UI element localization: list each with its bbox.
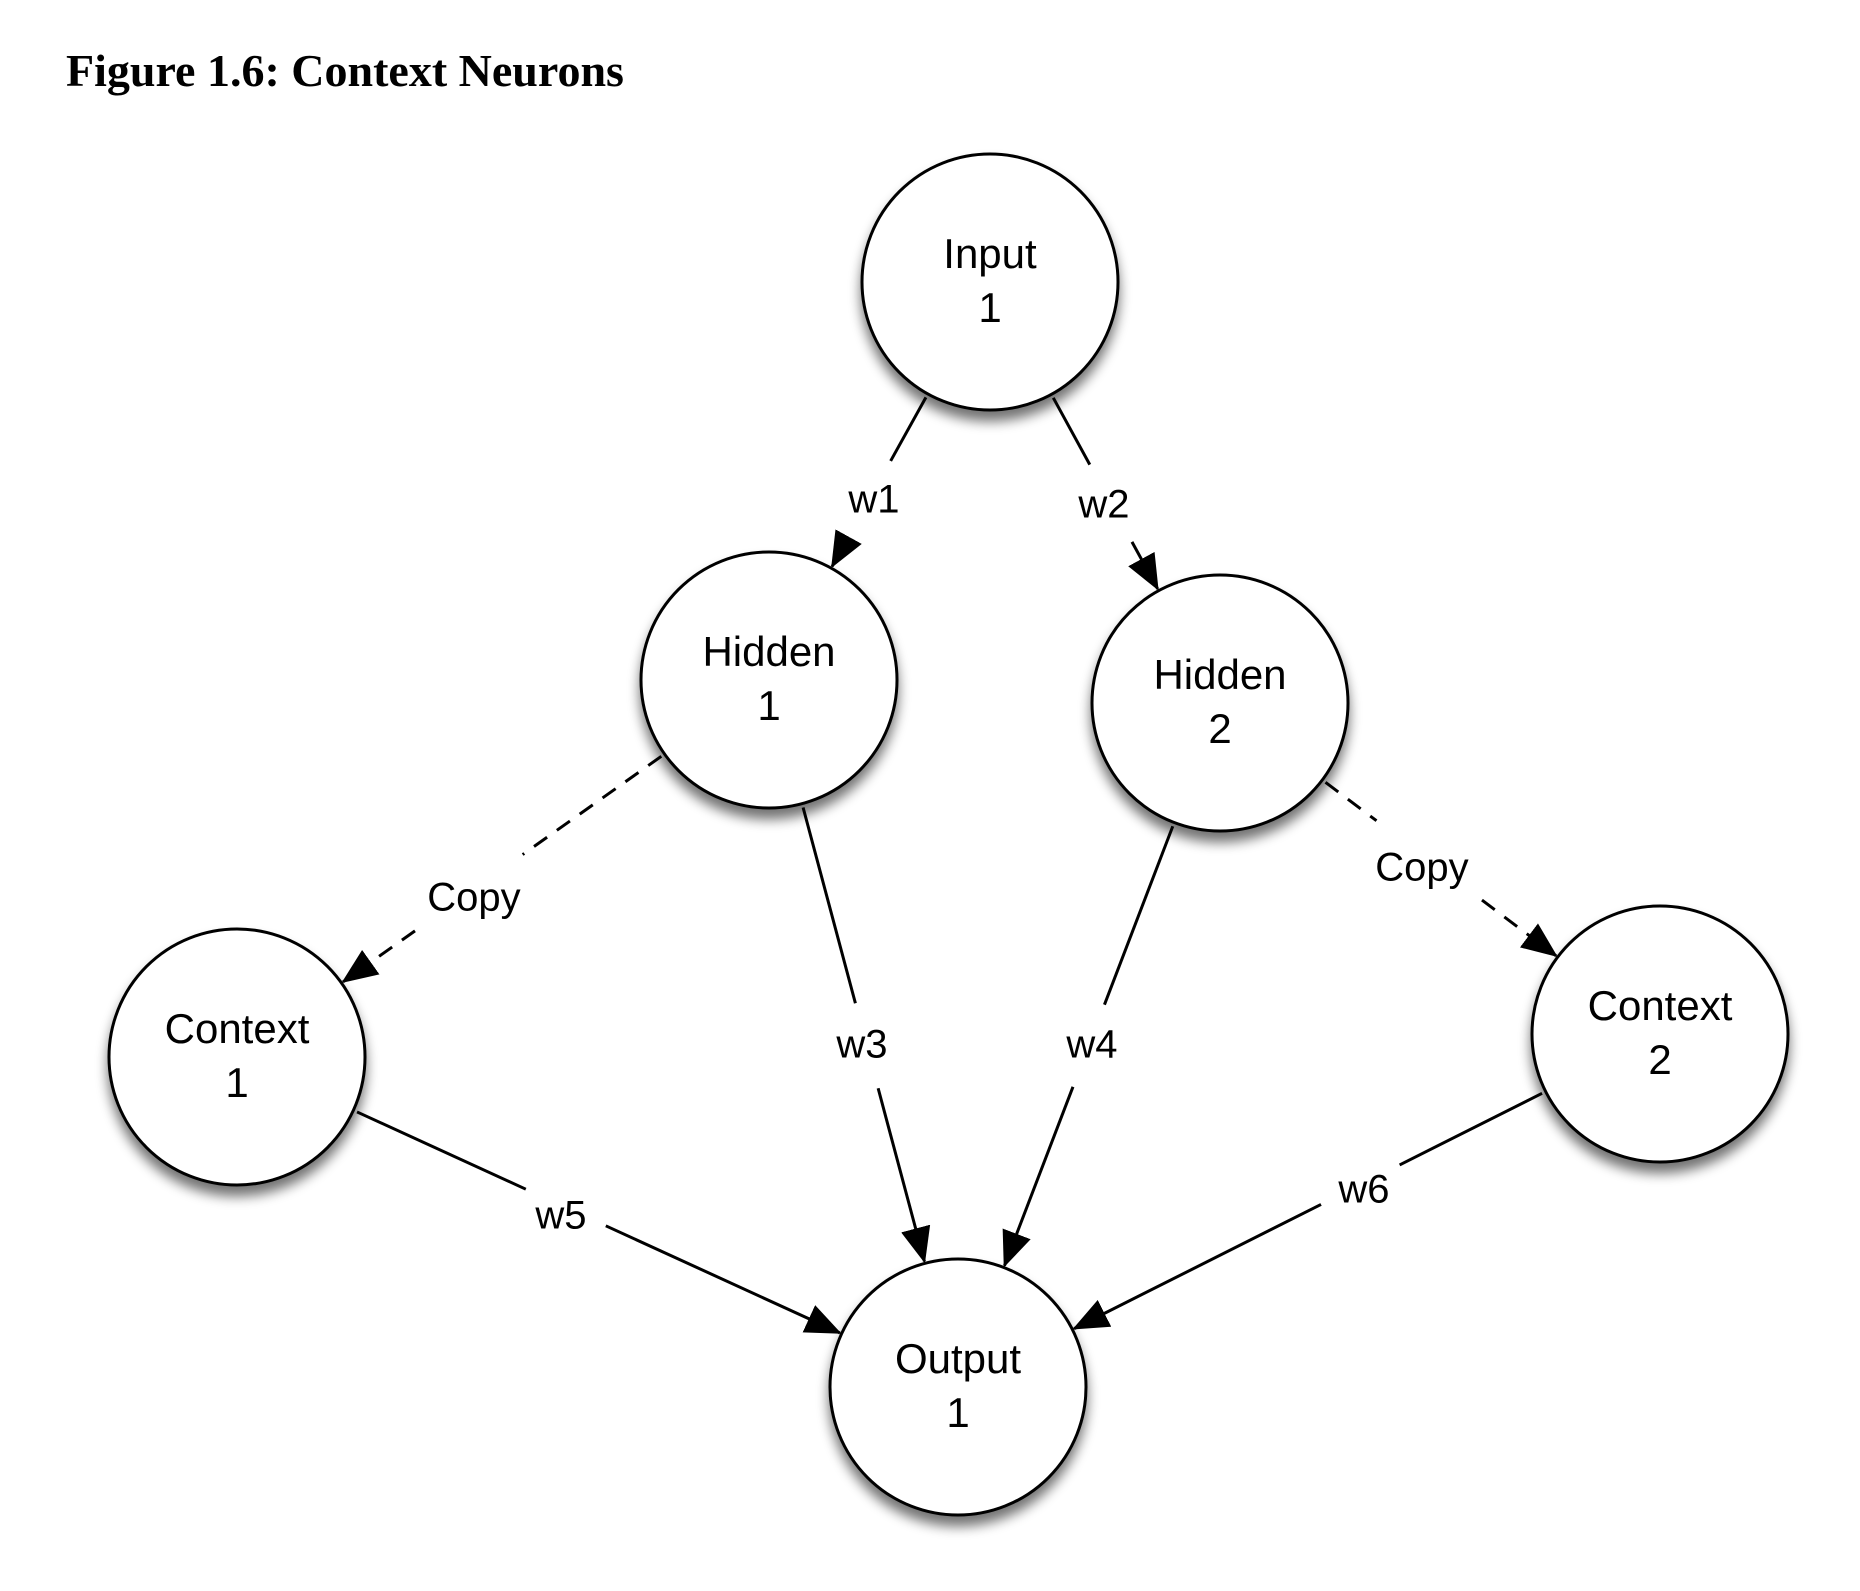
edge-segment-start <box>889 396 928 462</box>
edge-segment-end-arrow <box>830 529 862 569</box>
node-label-line2: 1 <box>225 1059 248 1106</box>
edge-hidden1-to-output1 <box>801 807 931 1264</box>
edge-label-w2: w2 <box>1077 483 1129 527</box>
node-circle <box>1090 573 1350 833</box>
node-circle <box>828 1257 1088 1517</box>
node-hidden1: Hidden 1 <box>639 550 899 810</box>
node-hidden2: Hidden 2 <box>1090 573 1350 833</box>
edge-label-w3: w3 <box>835 1023 887 1067</box>
node-label-line2: 1 <box>946 1389 969 1436</box>
edge-segment-start <box>1051 397 1092 466</box>
node-label-line1: Input <box>943 230 1037 277</box>
edge-segment-end-arrow <box>1072 1203 1322 1330</box>
node-label-line1: Output <box>895 1335 1021 1382</box>
edge-segment-start <box>1324 781 1378 822</box>
edge-label-copy: Copy <box>427 876 520 920</box>
edge-label-w6: w6 <box>1337 1168 1389 1212</box>
nodes-layer: Input1Hidden1Hidden2Context1Context2Outp… <box>107 152 1790 1517</box>
node-input1: Input 1 <box>860 152 1120 412</box>
edge-label-copy: Copy <box>1375 846 1468 890</box>
node-context1: Context 1 <box>107 927 367 1187</box>
edge-label-w1: w1 <box>847 478 899 522</box>
edge-label-w5: w5 <box>534 1194 586 1238</box>
edge-segment-start <box>356 1110 527 1191</box>
edge-input1-to-hidden2 <box>1051 397 1159 591</box>
node-circle <box>860 152 1120 412</box>
node-label-line2: 1 <box>757 682 780 729</box>
edge-context1-to-output1 <box>356 1110 842 1335</box>
edge-hidden2-to-context2 <box>1324 781 1558 958</box>
edge-segment-end-arrow <box>1481 898 1558 958</box>
node-label-line1: Hidden <box>702 628 835 675</box>
node-circle <box>1530 904 1790 1164</box>
edge-segment-end-arrow <box>1002 1086 1075 1268</box>
node-label-line2: 2 <box>1648 1036 1671 1083</box>
edge-label-w4: w4 <box>1065 1023 1117 1067</box>
figure-title: Figure 1.6: Context Neurons <box>66 45 624 96</box>
edge-context2-to-output1 <box>1072 1091 1543 1330</box>
edge-segment-start <box>801 807 857 1004</box>
edge-hidden1-to-context1 <box>341 755 663 984</box>
edge-segment-start <box>1398 1091 1543 1167</box>
edge-segment-end-arrow <box>605 1224 842 1335</box>
edge-input1-to-hidden1 <box>830 396 928 569</box>
edge-segment-end-arrow <box>876 1087 931 1264</box>
edge-segment-end-arrow <box>341 929 416 984</box>
edges-layer <box>341 396 1558 1335</box>
edge-hidden2-to-output1 <box>1002 825 1175 1268</box>
node-label-line1: Context <box>165 1005 310 1052</box>
edge-segment-end-arrow <box>1128 541 1159 591</box>
node-context2: Context 2 <box>1530 904 1790 1164</box>
node-circle <box>107 927 367 1187</box>
node-label-line1: Context <box>1588 982 1733 1029</box>
node-label-line2: 1 <box>978 284 1001 331</box>
node-output1: Output 1 <box>828 1257 1088 1517</box>
edge-segment-start <box>1103 825 1175 1006</box>
edge-segment-start <box>521 755 663 856</box>
node-label-line2: 2 <box>1208 705 1231 752</box>
node-circle <box>639 550 899 810</box>
node-label-line1: Hidden <box>1153 651 1286 698</box>
